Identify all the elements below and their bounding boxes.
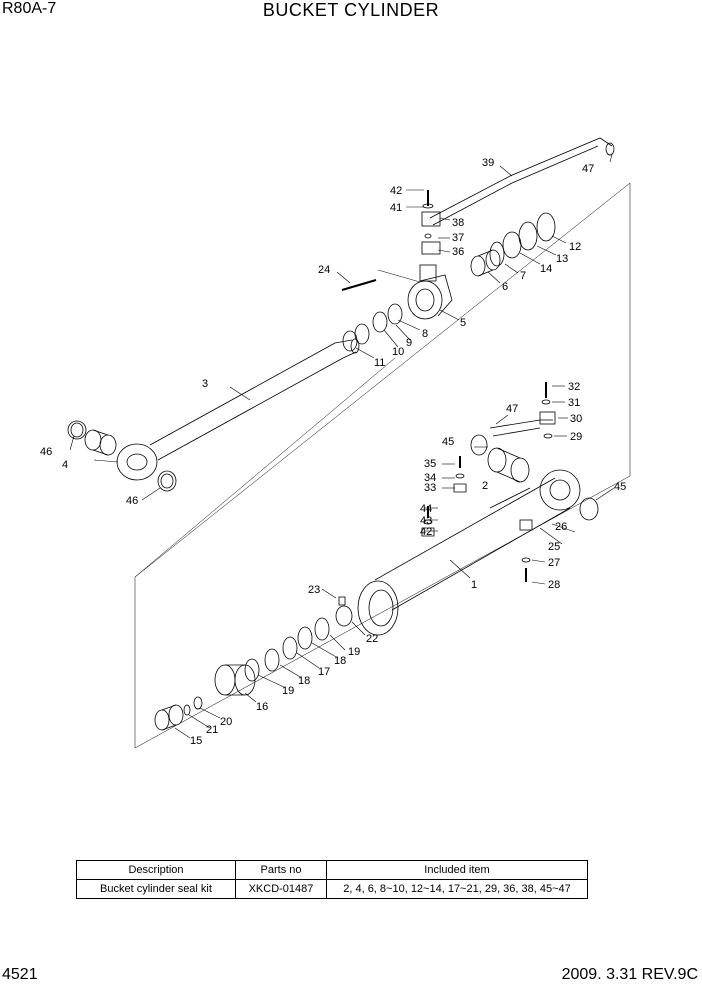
callout-44: 44 [420,503,432,515]
callout-47b: 47 [506,403,518,415]
rod-cover [407,264,453,320]
callout-26: 26 [555,521,567,533]
callout-38: 38 [452,217,464,229]
seal-kit-table: Description Parts no Included item Bucke… [76,860,588,899]
model-code: R80A-7 [2,0,57,17]
callout-18b: 18 [334,655,346,667]
header-included-item: Included item [326,860,588,880]
callout-12: 12 [569,241,581,253]
callout-42b: 42 [420,526,432,538]
callout-29: 29 [570,431,582,443]
flange-37 [421,241,441,255]
callout-8: 8 [422,328,428,340]
callout-17: 17 [318,666,330,678]
callout-5: 5 [460,317,466,329]
callout-19b: 19 [282,685,294,697]
date-revision: 2009. 3.31 REV.9C [561,966,698,983]
callout-24: 24 [318,264,330,276]
callout-21: 21 [206,724,218,736]
callout-34: 34 [424,472,436,484]
header-parts-no: Parts no [235,860,327,880]
callout-36: 36 [452,246,464,258]
cushion-15 [154,704,184,731]
ring-46a [67,420,87,440]
callout-18a: 18 [298,675,310,687]
callout-16: 16 [256,701,268,713]
assembly-outline [134,182,631,749]
callout-3: 3 [202,378,208,390]
piston-16 [214,664,256,696]
callout-47a: 47 [582,163,594,175]
page-title: BUCKET CYLINDER [262,0,440,20]
callout-10: 10 [392,346,404,358]
callout-35: 35 [424,458,436,470]
callout-37: 37 [452,232,464,244]
callout-39: 39 [482,157,494,169]
bushing-2 [487,447,530,483]
callout-7: 7 [520,270,526,282]
callout-46b: 46 [126,495,138,507]
callout-45a: 45 [442,436,454,448]
callout-14: 14 [540,263,552,275]
table-header-row: Description Parts no Included item [76,860,588,880]
callout-22: 22 [366,633,378,645]
callout-6: 6 [502,281,508,293]
cell-included-item: 2, 4, 6, 8~10, 12~14, 17~21, 29, 36, 38,… [326,879,588,899]
callout-43: 43 [420,515,432,527]
callout-31: 31 [568,397,580,409]
callout-33: 33 [424,482,436,494]
callout-9: 9 [406,337,412,349]
callout-1: 1 [471,579,477,591]
bushing-6 [470,249,501,277]
cylinder-tube [357,469,581,636]
cell-description: Bucket cylinder seal kit [76,879,236,899]
bushing-4 [84,429,117,456]
callout-20: 20 [220,716,232,728]
callout-23: 23 [308,584,320,596]
callout-32: 32 [568,381,580,393]
callout-4: 4 [62,459,68,471]
flange-38 [421,211,441,227]
callout-30: 30 [570,413,582,425]
callout-11: 11 [374,357,385,369]
callout-28: 28 [548,579,560,591]
header-description: Description [76,860,236,880]
callout-41: 41 [390,202,402,214]
callout-15: 15 [190,735,202,747]
ring-46b [157,470,177,492]
piston-rod [116,338,360,481]
callout-27: 27 [548,557,560,569]
table-row: Bucket cylinder seal kit XKCD-01487 2, 4… [76,879,588,899]
callout-42a: 42 [390,185,402,197]
callout-19a: 19 [348,646,360,658]
callout-25: 25 [548,541,560,553]
cell-parts-no: XKCD-01487 [235,879,327,899]
pipe-39 [429,137,613,226]
callout-2: 2 [482,480,488,492]
callout-46a: 46 [40,446,52,458]
page-number: 4521 [2,966,38,983]
callout-13: 13 [556,253,568,265]
callout-45b: 45 [614,481,626,493]
